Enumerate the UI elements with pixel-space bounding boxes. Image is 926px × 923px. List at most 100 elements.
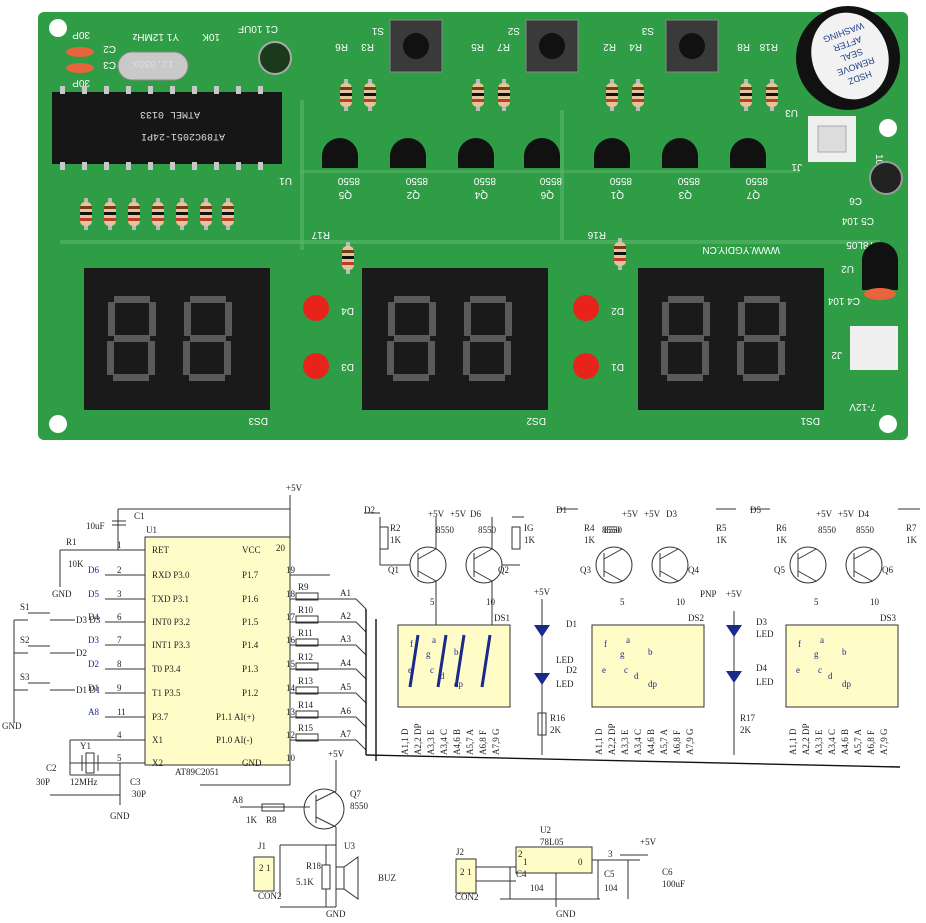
seg-letter-2-6: d bbox=[828, 671, 833, 681]
seg-letter-0-1: g bbox=[426, 649, 431, 659]
r1-value: 10K bbox=[68, 559, 84, 569]
u1-label: U1 bbox=[146, 525, 157, 535]
series-res-r12: R12 bbox=[298, 652, 313, 662]
r2-label: R2 bbox=[390, 523, 401, 533]
u1-left-pin-num-0: 1 bbox=[117, 540, 122, 550]
q7-value: 8550 bbox=[350, 801, 369, 811]
pushbutton-s3[interactable] bbox=[665, 19, 719, 73]
silk-c1: C1 10UF bbox=[238, 23, 278, 34]
c2-label: C2 bbox=[46, 763, 57, 773]
connector-j2 bbox=[850, 326, 898, 370]
net-d6: D6 bbox=[470, 509, 481, 519]
u1-right-pin-8: P1.0 AI(-) bbox=[216, 735, 253, 745]
seg-letter-0-0: f bbox=[410, 639, 413, 649]
u1-right-pin-num-5: 15 bbox=[286, 659, 296, 669]
silk-d2: D2 bbox=[611, 305, 624, 316]
c6-value: 100uF bbox=[662, 879, 685, 889]
q3-label: Q3 bbox=[580, 565, 591, 575]
seg-letter-1-3: b bbox=[648, 647, 653, 657]
pushbutton-s2[interactable] bbox=[525, 19, 579, 73]
u1-left-pin-1: RXD P3.0 bbox=[152, 570, 190, 580]
silk-q6: Q6 bbox=[540, 189, 554, 200]
reg-v5: +5V bbox=[640, 837, 657, 847]
u1-right-pin-num-4: 16 bbox=[286, 635, 296, 645]
y1-label: Y1 bbox=[80, 741, 91, 751]
seg-letter-2-4: e bbox=[796, 665, 800, 675]
r2-value: 1K bbox=[390, 535, 402, 545]
u1-left-net-4: D3 bbox=[88, 635, 99, 645]
silk-s2: S2 bbox=[507, 25, 520, 36]
a-net-6: A6 bbox=[340, 706, 351, 716]
q2-label: Q2 bbox=[498, 565, 509, 575]
ds1-label: DS1 bbox=[494, 613, 510, 623]
c4-label: C4 bbox=[516, 869, 527, 879]
silk-url: WWW.YGDIY.CN bbox=[702, 244, 780, 255]
u1-left-net-3: D4 bbox=[88, 612, 99, 622]
q4-type: 8550 bbox=[604, 525, 623, 535]
j2-pin-1: 1 bbox=[467, 867, 472, 877]
q3-pin: 5 bbox=[620, 597, 625, 607]
j2-label: J2 bbox=[456, 847, 464, 857]
silk-c2: C2 bbox=[103, 43, 116, 54]
pnp-v5: +5V bbox=[726, 589, 743, 599]
r17-label: R17 bbox=[740, 713, 756, 723]
buz-label: BUZ bbox=[378, 873, 396, 883]
silk-crystal: Y1 12MHz bbox=[132, 31, 179, 42]
j1-pin-1: 1 bbox=[266, 863, 271, 873]
capacitor-c6 bbox=[869, 161, 903, 195]
bus-label-2-3: A3,4 C bbox=[827, 729, 837, 755]
led-d1 bbox=[573, 353, 599, 379]
bus-label-2-5: A5,7 A bbox=[853, 728, 863, 755]
r7-label: R7 bbox=[906, 523, 917, 533]
bus-label-2-7: A7,9 G bbox=[879, 728, 889, 755]
c5-value: 104 bbox=[604, 883, 618, 893]
silk-r4: R4 bbox=[629, 41, 642, 52]
u1-right-pin-2: P1.6 bbox=[242, 594, 259, 604]
u1-left-pin-2: TXD P3.1 bbox=[152, 594, 189, 604]
u1-right-pin-3: P1.5 bbox=[242, 617, 259, 627]
q1-v5: +5V bbox=[428, 509, 445, 519]
silk-d4: D4 bbox=[341, 305, 354, 316]
seg-letter-0-2: a bbox=[432, 635, 436, 645]
a-net-4: A4 bbox=[340, 658, 351, 668]
pushbutton-s1[interactable] bbox=[389, 19, 443, 73]
led-d4-led: LED bbox=[756, 677, 774, 687]
q3-v5: +5V bbox=[622, 509, 639, 519]
silk-c4: C4 104 bbox=[827, 295, 860, 306]
seg-letter-2-0: f bbox=[798, 639, 801, 649]
c6-label: C6 bbox=[662, 867, 673, 877]
u1-left-pin-5: T0 P3.4 bbox=[152, 664, 181, 674]
u1-left-pin-9: X2 bbox=[152, 758, 163, 768]
q2-pin: 10 bbox=[486, 597, 496, 607]
q6-label: Q6 bbox=[882, 565, 893, 575]
led-d1-led: LED bbox=[556, 655, 574, 665]
led-v5: +5V bbox=[534, 587, 551, 597]
gnd-label-xtal: GND bbox=[110, 811, 130, 821]
seg-letter-1-2: a bbox=[626, 635, 630, 645]
seg-letter-1-6: d bbox=[634, 671, 639, 681]
u1-right-pin-0: VCC bbox=[242, 545, 261, 555]
silk-q5: Q5 bbox=[338, 189, 352, 200]
q2-v5: +5V bbox=[450, 509, 467, 519]
r8-label: R8 bbox=[266, 815, 277, 825]
silk-r7: R7 bbox=[497, 41, 510, 52]
pnp-label: PNP bbox=[700, 589, 717, 599]
u1-left-pin-num-1: 2 bbox=[117, 565, 122, 575]
u1-left-net-6: D1 bbox=[88, 683, 99, 693]
u1-right-pin-num-3: 17 bbox=[286, 612, 296, 622]
u1-right-pin-num-1: 19 bbox=[286, 565, 296, 575]
c5-label: C5 bbox=[604, 869, 615, 879]
seg-letter-0-4: e bbox=[408, 665, 412, 675]
net-d4: D4 bbox=[858, 509, 869, 519]
seg-letter-1-1: g bbox=[620, 649, 625, 659]
silk-type-7: 8550 bbox=[745, 175, 768, 186]
c3-value: 30P bbox=[132, 789, 146, 799]
pcb-board-photo: 30P C2 C3 30P 12.0SDX Y1 12MHz 10K C1 10… bbox=[38, 6, 908, 440]
bus-label-0-4: A4,6 B bbox=[452, 729, 462, 755]
led-d2 bbox=[573, 295, 599, 321]
sw-net-2: D2 bbox=[76, 648, 87, 658]
u1-left-pin-num-8: 4 bbox=[117, 730, 122, 740]
a-net-2: A2 bbox=[340, 611, 351, 621]
a8-net: A8 bbox=[232, 795, 243, 805]
series-res-r14: R14 bbox=[298, 700, 314, 710]
